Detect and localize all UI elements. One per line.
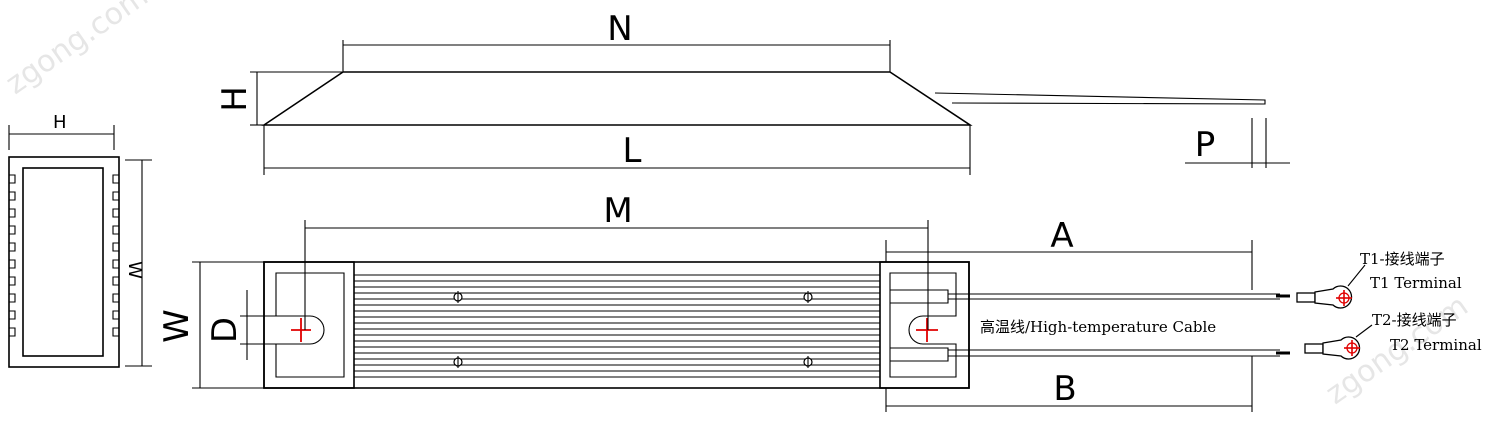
- t2-label-cn: T2-接线端子: [1372, 311, 1457, 329]
- t1-leader-line: [1347, 264, 1366, 287]
- top-view-w-label: W: [157, 309, 197, 343]
- terminal-t1: T1-接线端子 T1 Terminal: [1296, 250, 1462, 309]
- side-view-h-label: H: [215, 86, 255, 112]
- top-view-b-label: B: [1053, 369, 1076, 409]
- top-view-screws: [453, 291, 813, 368]
- side-view-l-label: L: [623, 131, 642, 171]
- side-view-lead-wire: [934, 92, 1266, 105]
- top-view-d-label: D: [205, 317, 245, 343]
- t1-label-cn: T1-接线端子: [1360, 250, 1445, 268]
- left-end-plate: [263, 261, 355, 389]
- side-view: N L H P: [215, 9, 1290, 175]
- end-view-outer: [8, 156, 120, 368]
- cable-annotation: 高温线/High-temperature Cable: [980, 318, 1216, 336]
- right-mount-slot: [889, 272, 957, 378]
- side-view-body: [261, 71, 973, 126]
- left-mount-slot: [275, 272, 345, 378]
- t1-label-en: T1 Terminal: [1370, 274, 1462, 292]
- end-view: H W: [8, 112, 152, 368]
- end-view-w-label: W: [124, 261, 145, 279]
- watermark-top-left: zgong.com: [0, 0, 155, 102]
- side-view-n-label: N: [607, 9, 632, 49]
- end-view-fins-right: [112, 174, 119, 337]
- mount-hole-centers: [291, 318, 938, 342]
- t2-leader-line: [1355, 324, 1373, 338]
- end-view-h-label: H: [53, 112, 67, 133]
- side-view-p-label: P: [1195, 125, 1216, 165]
- end-view-fins-left: [9, 174, 16, 337]
- top-view-lead-wires: [890, 289, 1280, 362]
- top-view-m-label: M: [603, 191, 632, 231]
- top-view-fins: [354, 274, 880, 378]
- t2-label-en: T2 Terminal: [1390, 336, 1482, 354]
- top-view: M A B W D 高温线/High-temperature Cable: [157, 191, 1290, 412]
- end-view-inner: [22, 167, 104, 357]
- terminal-t2: T2-接线端子 T2 Terminal: [1304, 311, 1482, 360]
- top-view-a-label: A: [1050, 216, 1073, 256]
- right-end-plate: [879, 261, 970, 389]
